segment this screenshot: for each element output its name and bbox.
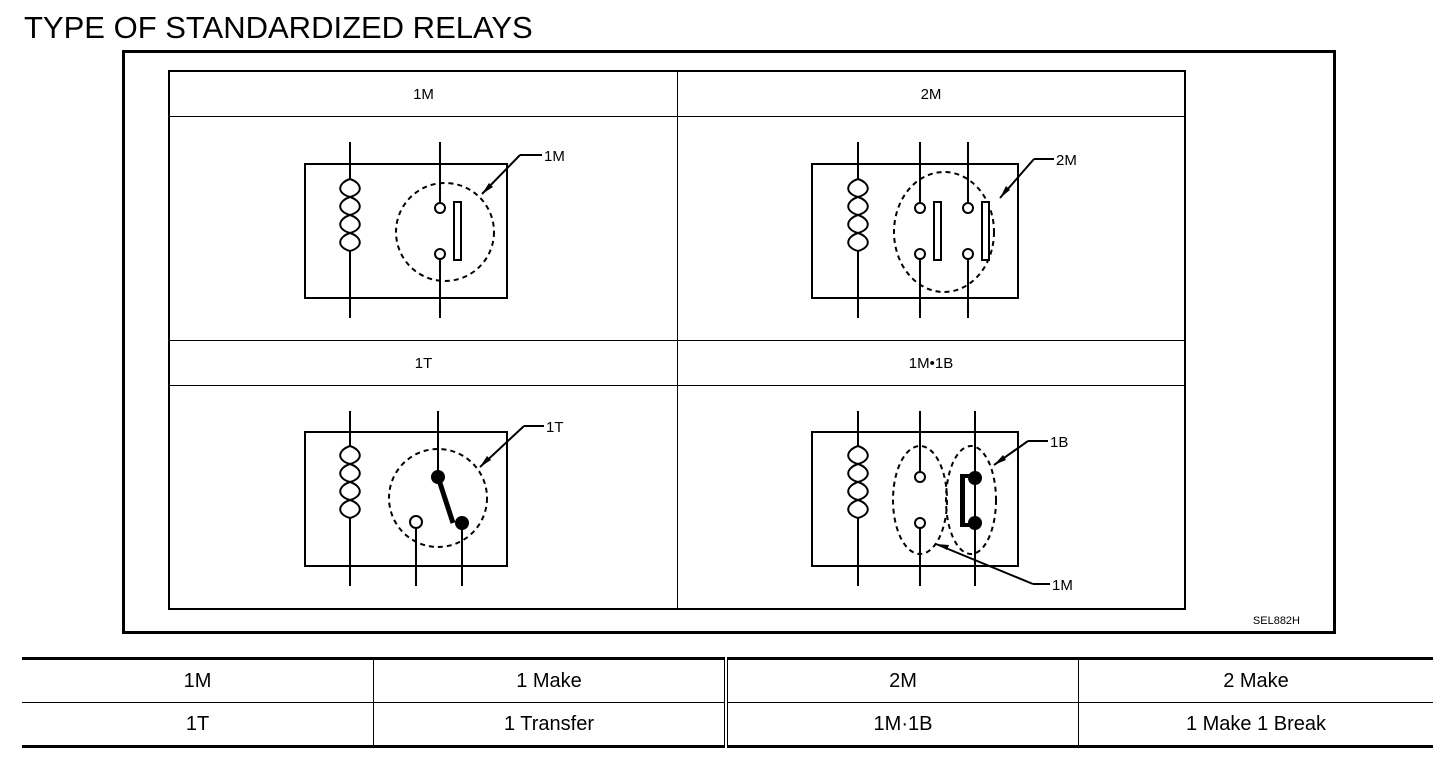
panel-header: 1M•1B [678,341,1184,386]
legend-description: 1 Make [373,658,728,703]
relay-1m-symbol: 1M [304,142,565,318]
callout-1m: 1M [544,148,565,165]
legend-description: 2 Make [1078,658,1433,703]
relay-1m-1b-symbol: 1B 1M [811,411,1073,594]
table-row: 1T 1 Transfer 1M·1B 1 Make 1 Break [22,702,1433,747]
page-title: TYPE OF STANDARDIZED RELAYS [24,10,533,45]
panel-2m: 2M 2M [677,71,1185,341]
legend-description: 1 Make 1 Break [1185,712,1327,735]
panel-1t: 1T 1T [169,340,678,609]
legend-code: 1M [22,658,374,703]
figure-code: SEL882H [1252,615,1300,627]
legend-description: 1 Transfer [373,702,728,747]
legend-code: 1T [22,702,374,747]
panel-1m: 1M 1M [169,71,678,341]
panel-header: 1T [170,341,677,386]
table-row: 1M 1 Make 2M 2 Make [22,658,1433,703]
callout-1t: 1T [546,419,564,436]
legend-code: 2M [726,658,1079,703]
callout-2m: 2M [1056,152,1077,169]
relay-2m-symbol: 2M [811,142,1077,318]
relay-diagram-figure: 1M 1M 2M [122,50,1336,634]
relay-legend-table: 1M 1 Make 2M 2 Make 1T 1 Transfer 1M·1B … [22,657,1433,748]
relay-diagram-grid: 1M 1M 2M [168,70,1186,610]
panel-header: 2M [678,72,1184,117]
legend-code: 1M·1B [726,702,1079,747]
callout-1m: 1M [1052,577,1073,594]
panel-header: 1M [170,72,677,117]
callout-1b: 1B [1050,434,1068,451]
relay-1t-symbol: 1T [304,411,564,586]
panel-1m-1b: 1M•1B [677,340,1185,609]
